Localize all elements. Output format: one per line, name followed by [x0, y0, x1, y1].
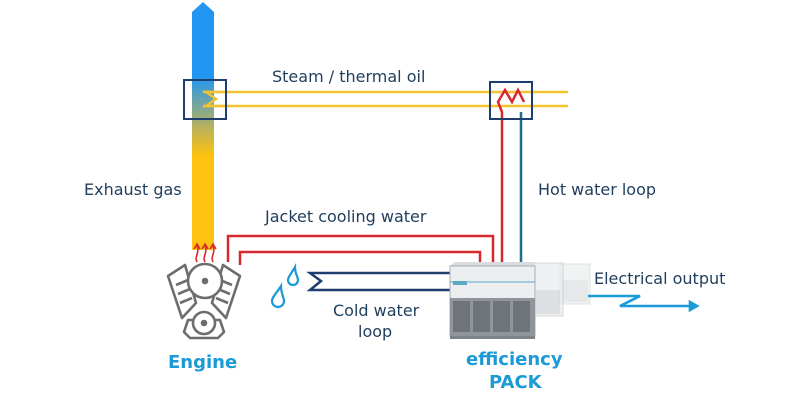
- electrical-label: Electrical output: [594, 269, 725, 288]
- pack-label-line1: efficiency: [466, 349, 563, 370]
- heat-arrows-icon: [193, 242, 217, 263]
- exhaust-arrow: [192, 2, 214, 250]
- pack-unit-rear: [559, 263, 591, 305]
- jacket-line-inner: [238, 250, 482, 265]
- cold-water-label-line2: loop: [358, 322, 392, 341]
- exhaust-stack: [192, 2, 214, 250]
- exhaust-label: Exhaust gas: [84, 180, 182, 199]
- jacket-label: Jacket cooling water: [264, 207, 427, 226]
- engine-icon: [166, 262, 242, 340]
- pack-unit-middle: [532, 262, 564, 317]
- jacket-cooling-loop: [226, 234, 495, 265]
- hot-water-heat-exchanger: [489, 81, 533, 120]
- steam-coil: [202, 90, 230, 108]
- hot-water-loop: [496, 87, 526, 262]
- cold-water-loop: [306, 271, 455, 292]
- hot-water-label: Hot water loop: [538, 180, 656, 199]
- engine-label: Engine: [168, 352, 237, 373]
- hot-water-line-red: [496, 87, 526, 262]
- steam-label: Steam / thermal oil: [272, 67, 425, 86]
- pack-unit-front: [449, 262, 536, 339]
- electrical-output-icon: [588, 294, 700, 313]
- pack-label-line2: PACK: [489, 372, 543, 393]
- efficiency-pack-units: [449, 262, 591, 339]
- cold-water-line: [306, 271, 455, 292]
- exhaust-heat-exchanger: [183, 79, 227, 120]
- jacket-line-outer: [226, 234, 495, 262]
- water-drops-icon: [270, 262, 300, 309]
- cold-water-label-line1: Cold water: [333, 301, 420, 320]
